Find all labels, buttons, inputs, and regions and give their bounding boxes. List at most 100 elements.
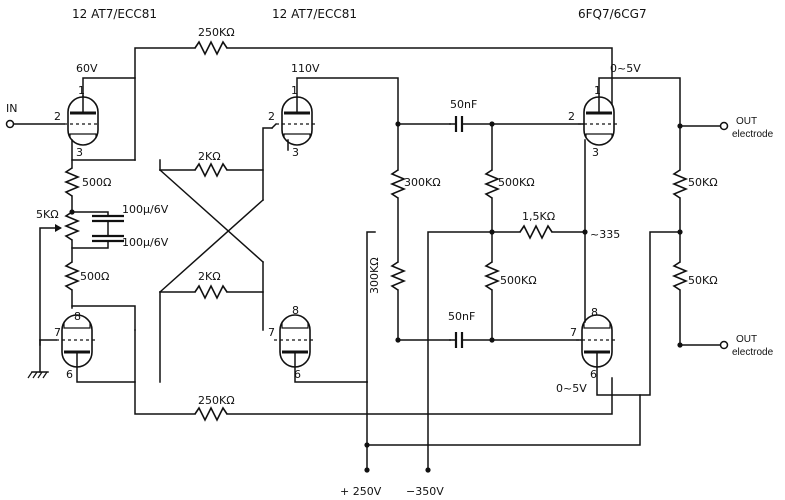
wire-t2a-grid [270, 122, 278, 130]
wire-top-rail-right [226, 47, 613, 131]
node-plus-rail [364, 442, 370, 448]
resistor-250k-top [194, 40, 228, 56]
pin-t1a-1: 1 [78, 84, 85, 97]
pin-t2a-2: 2 [268, 110, 275, 123]
pin-t3b-8: 8 [591, 306, 598, 319]
pot-wiper-arrow [55, 224, 62, 232]
wire-t3b-plate [596, 231, 681, 396]
resistor-500k-a-label: 500KΩ [498, 176, 535, 189]
wire-t2b-plate [294, 351, 368, 383]
resistor-2k-top-label: 2KΩ [198, 150, 221, 163]
output2-sublabel: electrode [732, 347, 774, 358]
node-out-mid [677, 229, 683, 235]
resistor-500-top-label: 500Ω [82, 176, 111, 189]
tube3-header: 6FQ7/6CG7 [578, 7, 647, 21]
resistor-2k-bottom [194, 284, 228, 300]
pin-t2b-7: 7 [268, 326, 275, 339]
resistor-500k-b [483, 261, 501, 291]
output1-label: OUT [736, 116, 757, 127]
wire-neg-rail-to-bias [427, 231, 521, 471]
resistor-300k-a [389, 169, 407, 199]
resistor-50k-a [671, 169, 689, 199]
tube1-header: 12 AT7/ECC81 [72, 7, 157, 21]
resistor-2k-top [194, 162, 228, 178]
ground-hatch-4 [42, 371, 48, 379]
wire-cross-diag-2 [158, 198, 265, 294]
resistor-50k-b [671, 261, 689, 291]
wire-cross-bot-right [226, 291, 264, 331]
resistor-250k-top-label: 250KΩ [198, 26, 235, 39]
resistor-300k-b-label: 300KΩ [368, 257, 381, 294]
input-terminal[interactable] [5, 119, 15, 129]
ground-hatch-3 [37, 371, 43, 379]
tube1a-envelope [67, 96, 99, 146]
voltage-0-5v-top: 0~5V [610, 62, 641, 75]
pin-t2a-3: 3 [292, 146, 299, 159]
node-t2b-plate [395, 337, 401, 343]
pin-t1a-3: 3 [76, 146, 83, 159]
resistor-500-top [63, 167, 81, 197]
resistor-50k-a-label: 50KΩ [688, 176, 718, 189]
input-label: IN [6, 102, 17, 115]
resistor-2k-bottom-label: 2KΩ [198, 270, 221, 283]
ground-hatch-1 [27, 371, 33, 379]
cap1-label: 100µ/6V [122, 203, 169, 216]
plus-terminal [364, 467, 370, 473]
supply-minus-label: −350V [406, 485, 444, 498]
tube2a-cathode [283, 133, 311, 138]
node-t2a-plate [395, 121, 401, 127]
wire-bottom-rail-left [134, 381, 196, 415]
tube1a-cathode [69, 133, 97, 138]
resistor-1k5-label: 1,5KΩ [522, 210, 555, 223]
tube2-header: 12 AT7/ECC81 [272, 7, 357, 21]
tube2b-cathode [281, 323, 309, 329]
pin-t1b-7: 7 [54, 326, 61, 339]
pin-t3b-7: 7 [570, 326, 577, 339]
tube3a-cathode [585, 133, 613, 138]
wire-cap2-bottom [71, 240, 109, 249]
voltage-0-5v-bottom: 0~5V [556, 382, 587, 395]
wire-bottom-rail-right [226, 377, 613, 415]
potentiometer-5k [63, 211, 81, 241]
pin-t1a-2: 2 [54, 110, 61, 123]
resistor-250k-bottom-label: 250KΩ [198, 394, 235, 407]
resistor-500-bottom-label: 500Ω [80, 270, 109, 283]
pin-t3a-3: 3 [592, 146, 599, 159]
output1-sublabel: electrode [732, 129, 774, 140]
cap-bot-label: 50nF [448, 310, 475, 323]
tube1b-cathode [63, 323, 91, 329]
wire-top-rail-left [134, 47, 196, 161]
pin-t2b-6: 6 [294, 368, 301, 381]
resistor-300k-b [389, 261, 407, 291]
resistor-500k-a [483, 169, 501, 199]
wire-cross-top-right [226, 127, 273, 171]
wire-t1b-cathode-link [71, 305, 136, 331]
pin-t2b-8: 8 [292, 304, 299, 317]
resistor-300k-a-label: 300KΩ [404, 176, 441, 189]
wire-t2b-feed [366, 231, 376, 383]
tube3b-cathode [583, 323, 611, 329]
wire-cap1-top [71, 211, 109, 217]
ground-hatch-2 [32, 371, 38, 379]
voltage-110v: 110V [291, 62, 320, 75]
output2-terminal[interactable] [719, 340, 729, 350]
resistor-500-bottom [63, 261, 81, 291]
pin-t3a-2: 2 [568, 110, 575, 123]
wire-cross-diag-1 [158, 168, 265, 264]
wire-t1a-to-rail [82, 77, 136, 97]
resistor-1k5 [519, 224, 553, 240]
wire-300k-bottom [397, 289, 451, 341]
voltage-60v: 60V [76, 62, 98, 75]
tube2a-envelope [281, 96, 313, 146]
pin-t3a-1: 1 [594, 84, 601, 97]
minus-terminal [425, 467, 431, 473]
output1-terminal[interactable] [719, 121, 729, 131]
resistor-50k-b-label: 50KΩ [688, 274, 718, 287]
pin-t3b-6: 6 [590, 368, 597, 381]
output2-label: OUT [736, 334, 757, 345]
pin-t2a-1: 1 [291, 84, 298, 97]
resistor-250k-bottom [194, 406, 228, 422]
supply-plus-label: + 250V [340, 485, 382, 498]
pot-label: 5KΩ [36, 208, 59, 221]
